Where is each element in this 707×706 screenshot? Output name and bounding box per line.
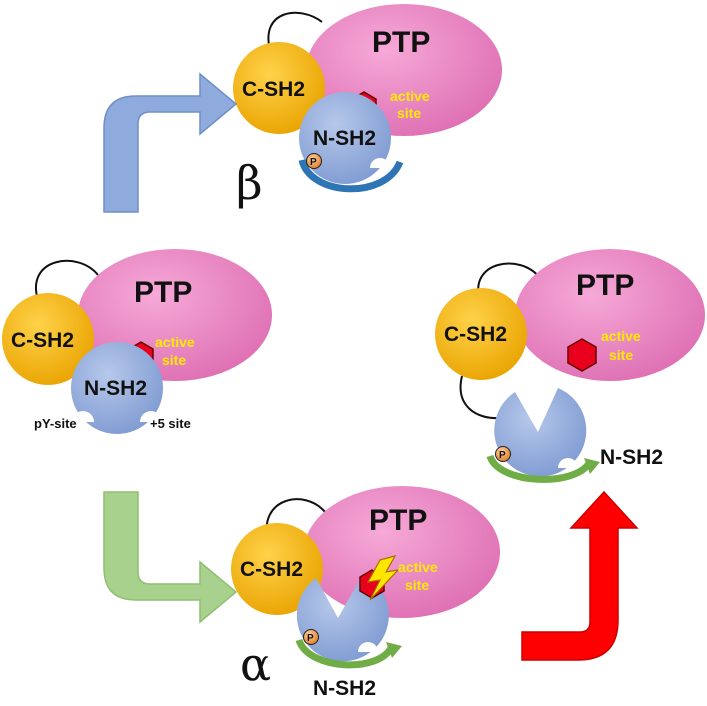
linker-loop-bottom xyxy=(459,375,503,420)
ptp-domain xyxy=(304,486,500,618)
state-open: PTP C-SH2 active site P N-SH2 xyxy=(435,249,705,483)
phospho-label: P xyxy=(307,633,314,644)
c-sh2-domain xyxy=(231,523,323,615)
c-sh2-domain xyxy=(2,293,94,385)
active-label: active xyxy=(601,328,641,344)
arrow-to-beta xyxy=(103,72,238,213)
c-sh2-label: C-SH2 xyxy=(11,329,74,352)
ptp-label: PTP xyxy=(369,504,427,537)
py-site-label: pY-site xyxy=(34,416,77,431)
c-sh2-label: C-SH2 xyxy=(444,323,507,346)
n-sh2-label: N-SH2 xyxy=(313,127,376,150)
active-label: active xyxy=(390,88,430,104)
ring-arrowhead xyxy=(386,642,402,658)
phospho-label: P xyxy=(310,157,317,168)
binding-ring-green xyxy=(295,638,396,669)
n-sh2-pacman xyxy=(296,574,389,662)
ptp-label: PTP xyxy=(576,269,634,302)
n-sh2-label: N-SH2 xyxy=(600,446,663,469)
pocket-left xyxy=(72,411,94,422)
site-label: site xyxy=(397,105,421,121)
alpha-label: α xyxy=(240,637,271,691)
c-sh2-label: C-SH2 xyxy=(240,558,303,581)
pocket-right xyxy=(558,458,578,468)
n-sh2-domain xyxy=(71,342,163,434)
n-sh2-label: N-SH2 xyxy=(313,677,376,700)
beta-label: β xyxy=(236,156,263,210)
site-label: site xyxy=(162,352,186,368)
linker-loop xyxy=(267,11,323,51)
state-inactive: PTP C-SH2 active site N-SH2 pY-site +5 s… xyxy=(2,249,272,434)
c-sh2-label: C-SH2 xyxy=(242,78,305,101)
plus5-site-label: +5 site xyxy=(150,416,191,431)
ptp-domain xyxy=(515,249,705,381)
n-sh2-pacman xyxy=(494,388,587,477)
arrow-to-open xyxy=(521,490,639,661)
state-alpha: PTP C-SH2 active site P N-SH2 α xyxy=(231,486,500,700)
state-beta: PTP C-SH2 active site N-SH2 P β xyxy=(233,4,502,210)
pocket-right xyxy=(358,642,378,652)
arrow-to-alpha xyxy=(103,491,238,624)
phospho-bead xyxy=(303,629,319,645)
site-label: site xyxy=(609,347,633,363)
linker-loop xyxy=(35,260,99,301)
ptp-label: PTP xyxy=(134,276,192,309)
phospho-bead xyxy=(495,446,511,462)
n-sh2-label: N-SH2 xyxy=(84,377,147,400)
active-label: active xyxy=(155,334,195,350)
ptp-label: PTP xyxy=(372,26,430,59)
binding-ring-green xyxy=(486,454,594,483)
ring-arrowhead xyxy=(584,458,600,474)
lightning-icon xyxy=(366,555,400,601)
c-sh2-domain xyxy=(233,42,325,134)
pocket-right xyxy=(140,411,162,422)
pocket-right xyxy=(370,158,390,168)
c-sh2-domain xyxy=(435,288,527,380)
phospho-bead xyxy=(306,153,322,169)
active-label: active xyxy=(398,559,438,575)
binding-ring-blue xyxy=(298,158,404,193)
active-site-hexagon xyxy=(567,338,597,372)
phospho-label: P xyxy=(499,450,506,461)
site-label: site xyxy=(405,577,429,593)
